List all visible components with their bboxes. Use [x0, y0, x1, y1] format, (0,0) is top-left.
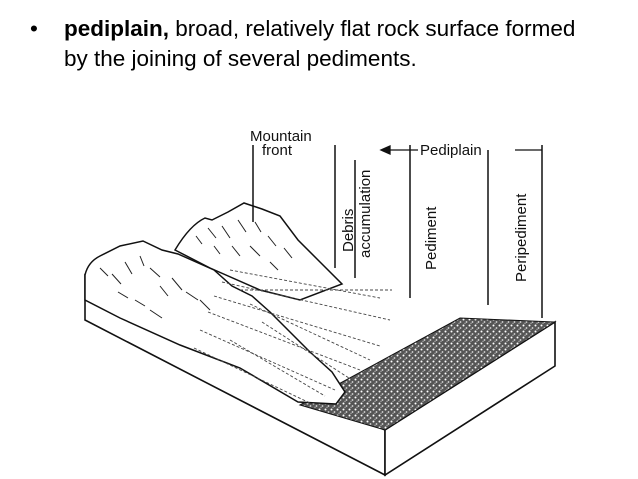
term-definition: broad, relatively flat rock surface form… — [64, 16, 576, 71]
mountain-front — [84, 240, 346, 405]
bullet-text: pediplain, broad, relatively flat rock s… — [30, 14, 590, 74]
pediplain-arrow — [379, 144, 542, 156]
term-pediplain: pediplain, — [64, 16, 170, 41]
label-debris-1: Debris — [340, 209, 357, 252]
label-pediment: Pediment — [423, 206, 440, 270]
label-debris-2: accumulation — [357, 170, 374, 258]
gravel-surface — [298, 317, 557, 431]
label-mountain-front-1: Mountain — [250, 128, 312, 145]
debris-fan — [193, 269, 392, 405]
mountain-hatching — [99, 219, 293, 319]
boundary-lines — [252, 145, 543, 318]
label-peripediment: Peripediment — [513, 193, 530, 282]
mountain-back — [173, 202, 344, 301]
label-mountain-front-2: front — [262, 142, 293, 159]
bullet-item: • pediplain, broad, relatively flat rock… — [30, 14, 590, 74]
bullet-marker: • — [30, 16, 38, 41]
label-pediplain: Pediplain — [420, 142, 482, 159]
